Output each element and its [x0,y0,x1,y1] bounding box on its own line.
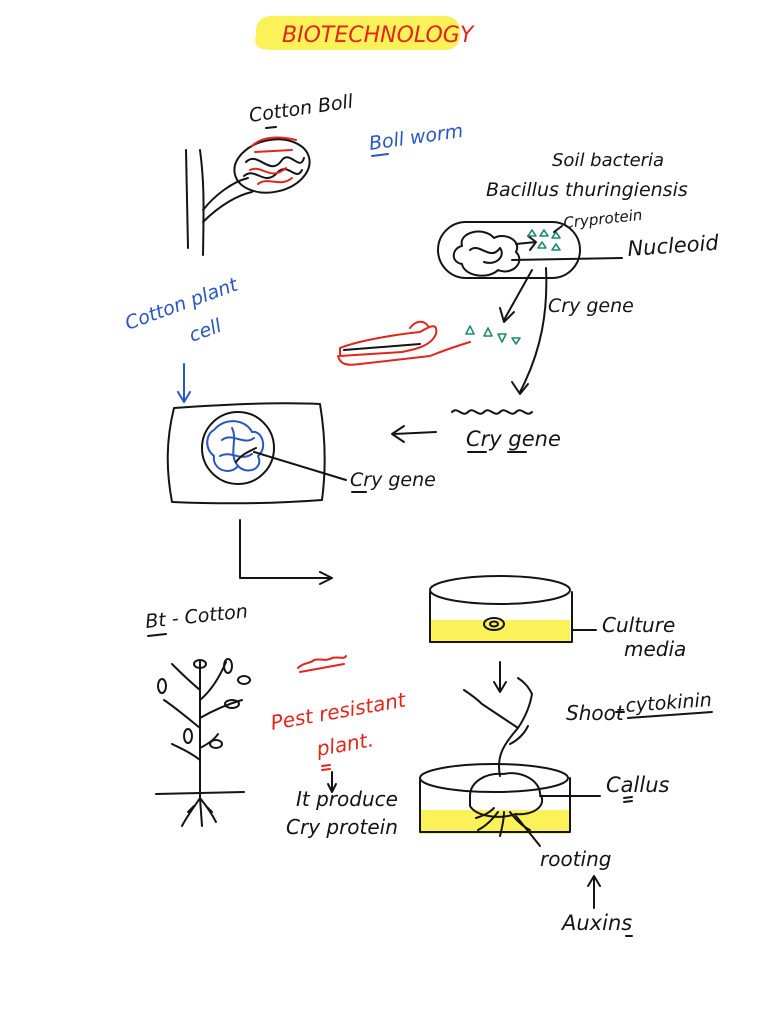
arrow-to-plasmid [503,269,533,321]
title: BIOTECHNOLOGY [282,23,475,48]
callus-underline [623,796,633,803]
it-produce-label-1: It produce [296,787,398,811]
boll-worm-label: Boll worm [368,120,465,155]
arrow-to-cry-gene-head [511,381,529,395]
red-caterpillar [297,655,347,673]
nucleoid-pointer [511,257,623,261]
rooting-pointer [515,815,541,847]
cotton-plant-cell-label-2: cell [186,315,225,347]
cotton-plant-cell-label-1: Cotton plant [122,273,242,335]
arrow-to-plasmid-head [499,307,515,323]
cotton-boll-underline [265,126,277,129]
plant-cell [166,402,326,505]
nucleoid-label: Nucleoid [627,231,720,261]
cry-gene-cell-pointer [253,451,347,481]
title-highlight [256,16,460,50]
pest-resistant-label-2: plant. [314,727,376,761]
soil-bacteria-label: Soil bacteria [552,150,664,171]
dish-arrow [493,661,507,693]
red-plasmid-drawing [337,320,521,366]
l-arrow [239,519,333,585]
cryprotein-label: Cryprotein [563,206,644,232]
cytokinin-underline [627,711,713,719]
pest-resistant-arrow [327,771,337,793]
culture-dish [429,575,597,643]
cry-gene-wave [451,409,533,415]
cryprotein-pointer [553,225,563,233]
shoot-label: Shoot [566,701,625,725]
pest-resistant-label-1: Pest resistant [269,687,409,735]
cry-gene-cell-label: Cry gene [350,469,436,491]
callus-dish [419,677,601,837]
bacterium-cell [437,221,581,279]
bt-cotton-plant [155,658,251,827]
culture-media-label-1: Culture [602,613,675,637]
bt-cotton-label: Bt - Cotton [144,600,249,633]
plant-cell-arrow [177,363,191,403]
bt-cotton-underline [147,633,167,637]
pest-resistant-underline [321,764,331,771]
it-produce-label-2: Cry protein [286,815,398,839]
rooting-label: rooting [540,847,611,871]
arrow-to-cry-gene [519,267,548,393]
cry-gene-mid-label: Cry gene [466,427,561,451]
cotton-boll-label: Cotton Boll [248,90,355,126]
callus-label: Callus [606,773,670,797]
auxins-label: Auxins [560,911,632,935]
cotton-boll-drawing [185,136,311,256]
title-highlight-dot [255,31,273,49]
arrow-to-plant-cell [391,425,437,443]
boll-worm-underline [371,153,389,157]
auxins-arrow [587,875,601,909]
bacillus-label: Bacillus thuringiensis [486,179,688,201]
cry-gene-small-label: Cry gene [548,295,634,317]
culture-media-label-2: media [624,637,686,661]
